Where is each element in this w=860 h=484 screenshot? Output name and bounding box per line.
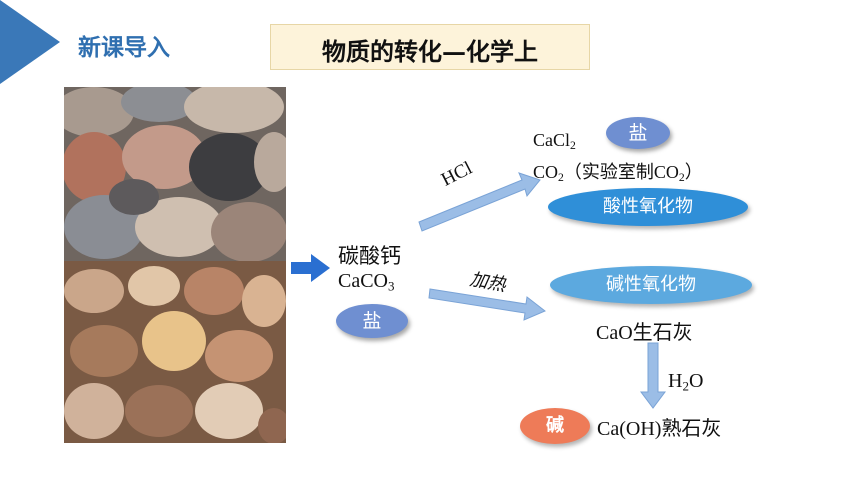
- quicklime-line: CaO生石灰: [596, 322, 693, 344]
- calcium-carbonate-name: 碳酸钙: [338, 244, 401, 268]
- water-arrow: [640, 342, 666, 409]
- base-badge: 碱: [520, 408, 590, 444]
- header-triangle-decoration: [0, 0, 60, 84]
- salt-badge-product: 盐: [606, 117, 670, 149]
- hcl-arrow: [418, 172, 541, 232]
- water-label: H2O: [668, 370, 704, 394]
- heat-arrow: [428, 288, 546, 321]
- slaked-lime-line: Ca(OH)熟石灰: [597, 418, 722, 440]
- calcium-carbonate-formula: CaCO3: [338, 270, 395, 294]
- seashells-photo: [64, 261, 286, 443]
- photo-to-compound-arrow: [291, 254, 330, 282]
- title-box: 物质的转化—化学上: [270, 24, 590, 70]
- basic-oxide-badge: 碱性氧化物: [550, 266, 752, 304]
- acidic-oxide-badge: 酸性氧化物: [548, 188, 748, 226]
- section-label: 新课导入: [78, 35, 170, 61]
- calcium-chloride-formula: CaCl2: [533, 130, 576, 152]
- carbon-dioxide-line: CO2（实验室制CO2）: [533, 162, 703, 184]
- salt-badge: 盐: [336, 304, 408, 338]
- limestone-pebbles-photo: [64, 87, 286, 261]
- page-title: 物质的转化—化学上: [322, 37, 538, 66]
